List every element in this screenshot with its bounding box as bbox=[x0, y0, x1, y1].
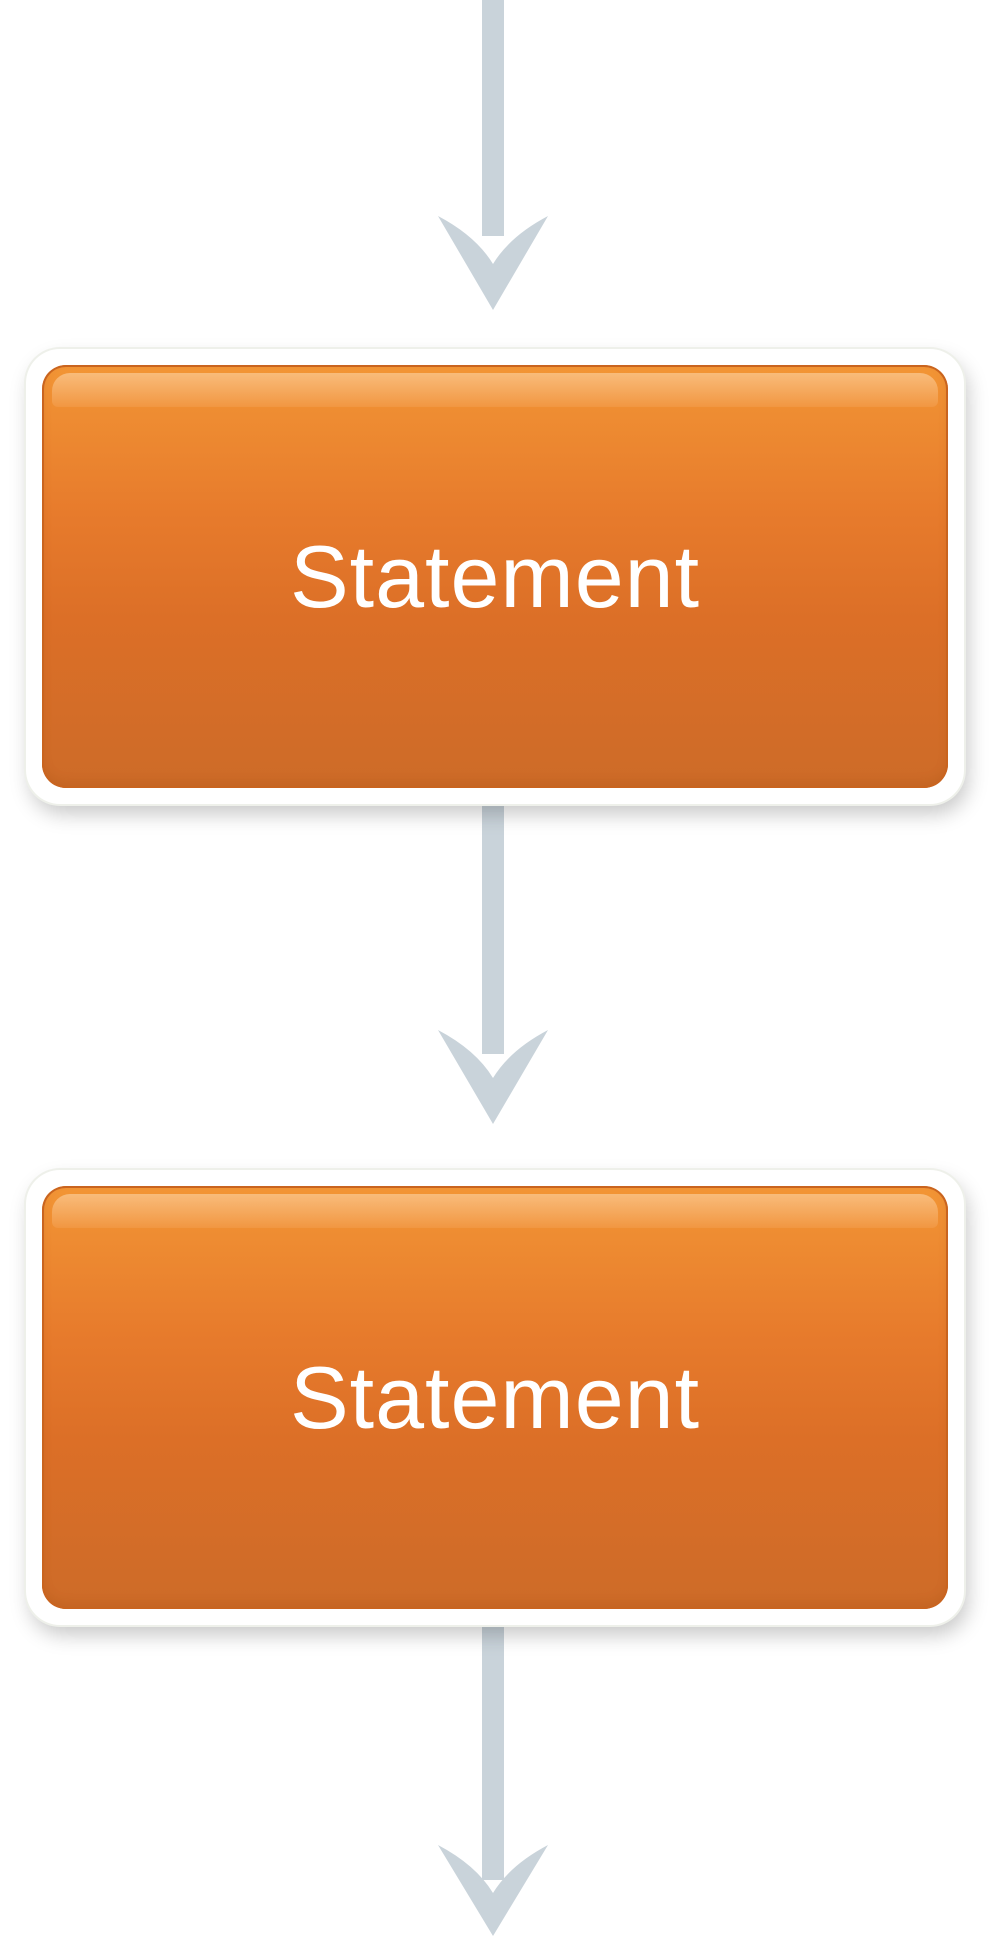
middle-arrowhead-icon bbox=[438, 1030, 548, 1124]
flow-node-2-box: Statement bbox=[42, 1186, 948, 1609]
flow-node-2-gloss bbox=[52, 1194, 938, 1228]
middle-connector-line bbox=[482, 804, 504, 1054]
outgoing-connector-line bbox=[482, 1625, 504, 1880]
flow-node-2[interactable]: Statement bbox=[26, 1170, 964, 1625]
flow-node-1[interactable]: Statement bbox=[26, 349, 964, 804]
flow-node-1-box: Statement bbox=[42, 365, 948, 788]
incoming-connector-line bbox=[482, 0, 504, 236]
flow-node-1-label: Statement bbox=[289, 526, 701, 626]
flow-node-1-gloss bbox=[52, 373, 938, 407]
flow-node-2-label: Statement bbox=[289, 1347, 701, 1447]
outgoing-arrowhead-icon bbox=[438, 1845, 548, 1936]
incoming-arrowhead-icon bbox=[438, 216, 548, 310]
